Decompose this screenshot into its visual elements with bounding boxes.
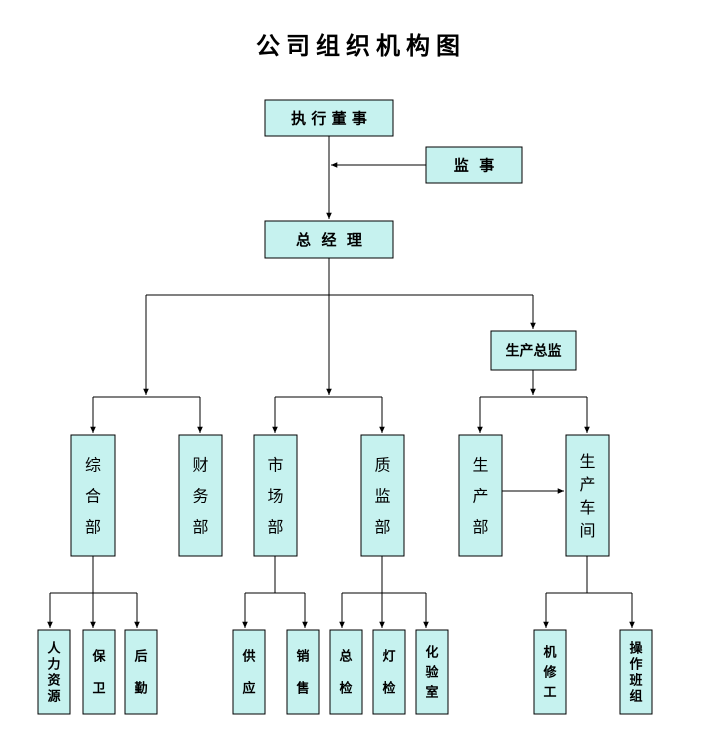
node-box [253, 434, 298, 557]
node-label-char: 化 [425, 645, 438, 661]
node-dept-market: 市场部 [253, 434, 298, 557]
node-gm: 总 经 理 [264, 220, 394, 259]
node-box [372, 629, 406, 715]
node-label-char: 总 [339, 649, 352, 665]
node-box [264, 220, 394, 259]
node-label-char: 室 [425, 685, 438, 701]
org-boxes: 执 行 董 事监 事总 经 理生产总监综合部财务部市场部质监部生产部生产车间人力… [37, 99, 653, 715]
node-label-char: 操 [629, 641, 642, 657]
node-label-char: 部 [85, 517, 101, 536]
node-logistics: 后勤 [124, 629, 158, 715]
node-box [329, 629, 363, 715]
node-lamp-test: 灯检 [372, 629, 406, 715]
node-label-char: 产 [472, 486, 488, 505]
node-sales: 销售 [286, 629, 320, 715]
node-label-char: 源 [47, 689, 60, 705]
node-label-char: 灯 [382, 649, 395, 665]
node-label-char: 检 [382, 681, 395, 697]
node-label-char: 班 [629, 673, 642, 689]
node-label-char: 验 [425, 665, 439, 681]
node-box [458, 434, 503, 557]
node-label: 执 行 董 事 [291, 109, 367, 127]
node-label-char: 后 [134, 649, 147, 665]
node-label-char: 供 [241, 649, 255, 665]
node-label-char: 作 [629, 657, 642, 673]
diagram-title: 公司组织机构图 [256, 32, 466, 60]
node-label-char: 应 [242, 681, 255, 697]
node-label-char: 保 [91, 649, 106, 665]
node-label-char: 车 [579, 498, 595, 517]
node-prod-director: 生产总监 [490, 330, 577, 371]
node-box [533, 629, 567, 715]
node-box [232, 629, 266, 715]
node-dept-quality: 质监部 [360, 434, 405, 557]
node-dept-finance: 财务部 [178, 434, 223, 557]
node-box [178, 434, 223, 557]
node-label: 生产总监 [506, 343, 562, 360]
node-label-char: 务 [192, 486, 208, 505]
node-label-char: 质 [374, 455, 390, 474]
node-label-char: 组 [629, 689, 642, 705]
node-label-char: 综 [85, 455, 101, 474]
node-box [360, 434, 405, 557]
node-inspection: 总检 [329, 629, 363, 715]
node-label-char: 部 [267, 517, 283, 536]
node-label-char: 市 [267, 455, 283, 474]
node-box [37, 629, 71, 715]
node-box [565, 434, 610, 557]
node-box [264, 99, 394, 137]
node-label-char: 销 [296, 649, 309, 665]
node-box [82, 629, 116, 715]
connector-lines [47, 136, 635, 628]
node-label-char: 部 [192, 517, 208, 536]
node-box [425, 146, 523, 184]
node-supply: 供应 [232, 629, 266, 715]
node-label-char: 合 [85, 486, 101, 505]
node-label-char: 卫 [92, 682, 105, 697]
node-label-char: 生 [472, 455, 488, 474]
node-maintenance: 机修工 [533, 629, 567, 715]
node-dept-production: 生产部 [458, 434, 503, 557]
node-label-char: 财 [192, 455, 208, 474]
node-box [124, 629, 158, 715]
node-label-char: 勤 [134, 681, 147, 697]
node-label-char: 产 [579, 475, 595, 494]
node-label-char: 部 [374, 517, 390, 536]
node-box [415, 629, 449, 715]
node-label-char: 力 [47, 657, 60, 673]
node-label-char: 部 [472, 517, 488, 536]
node-lab: 化验室 [415, 629, 449, 715]
node-label-char: 场 [267, 486, 283, 505]
node-box [70, 434, 116, 557]
node-label-char: 资 [47, 673, 60, 689]
node-label-char: 工 [543, 686, 556, 701]
node-label-char: 售 [296, 681, 309, 697]
node-label-char: 修 [542, 665, 557, 681]
node-board: 执 行 董 事 [264, 99, 394, 137]
node-box [490, 330, 577, 371]
node-label-char: 监 [374, 486, 390, 505]
node-label: 总 经 理 [296, 231, 362, 249]
node-label-char: 生 [579, 452, 595, 471]
node-label-char: 间 [579, 521, 595, 540]
node-supervisor: 监 事 [425, 146, 523, 184]
node-dept-general: 综合部 [70, 434, 116, 557]
node-label: 监 事 [454, 156, 494, 174]
node-box [619, 629, 653, 715]
node-label-char: 检 [339, 681, 352, 697]
node-security: 保卫 [82, 629, 116, 715]
node-label-char: 人 [47, 641, 61, 657]
node-box [286, 629, 320, 715]
node-label-char: 机 [543, 645, 556, 661]
